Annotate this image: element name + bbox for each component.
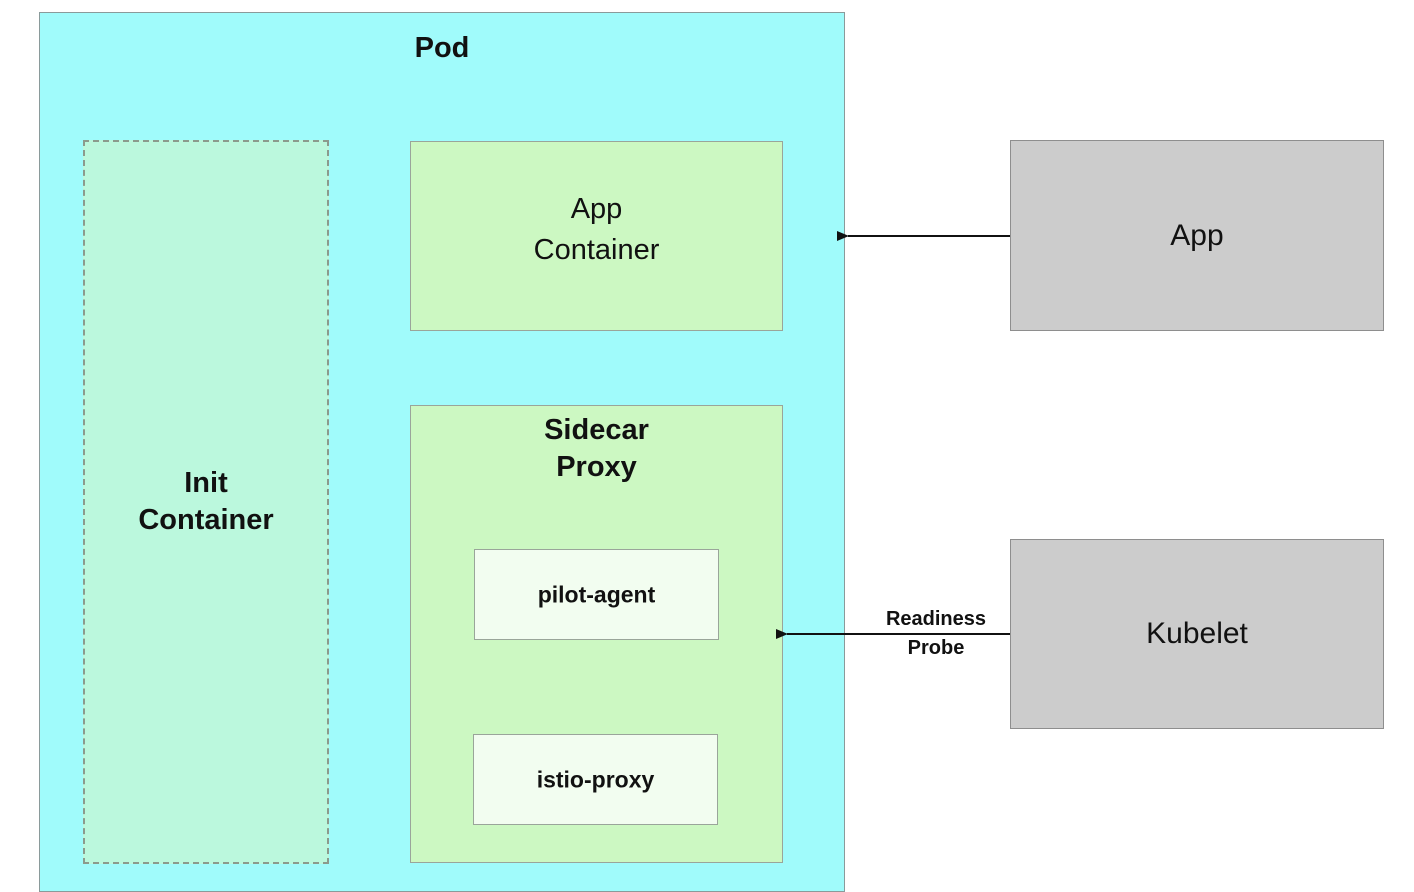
external-app-label: App — [1170, 218, 1224, 252]
kubelet-label: Kubelet — [1146, 617, 1248, 650]
app-container-box: App Container — [410, 141, 783, 331]
pilot-agent-box: pilot-agent — [474, 549, 719, 640]
app-container-label: App Container — [533, 193, 660, 266]
sidecar-proxy-label: Sidecar Proxy — [544, 414, 649, 483]
kubelet-box: Kubelet — [1010, 539, 1384, 729]
readiness-probe-label: Readiness Probe — [885, 608, 987, 659]
istio-proxy-box: istio-proxy — [473, 734, 718, 825]
istio-proxy-label: istio-proxy — [536, 766, 655, 792]
init-container-box: Init Container — [83, 140, 329, 864]
pilot-agent-label: pilot-agent — [537, 581, 656, 607]
init-container-label: Init Container — [138, 467, 274, 536]
external-app-box: App — [1010, 140, 1384, 331]
pod-title: Pod — [414, 32, 470, 64]
